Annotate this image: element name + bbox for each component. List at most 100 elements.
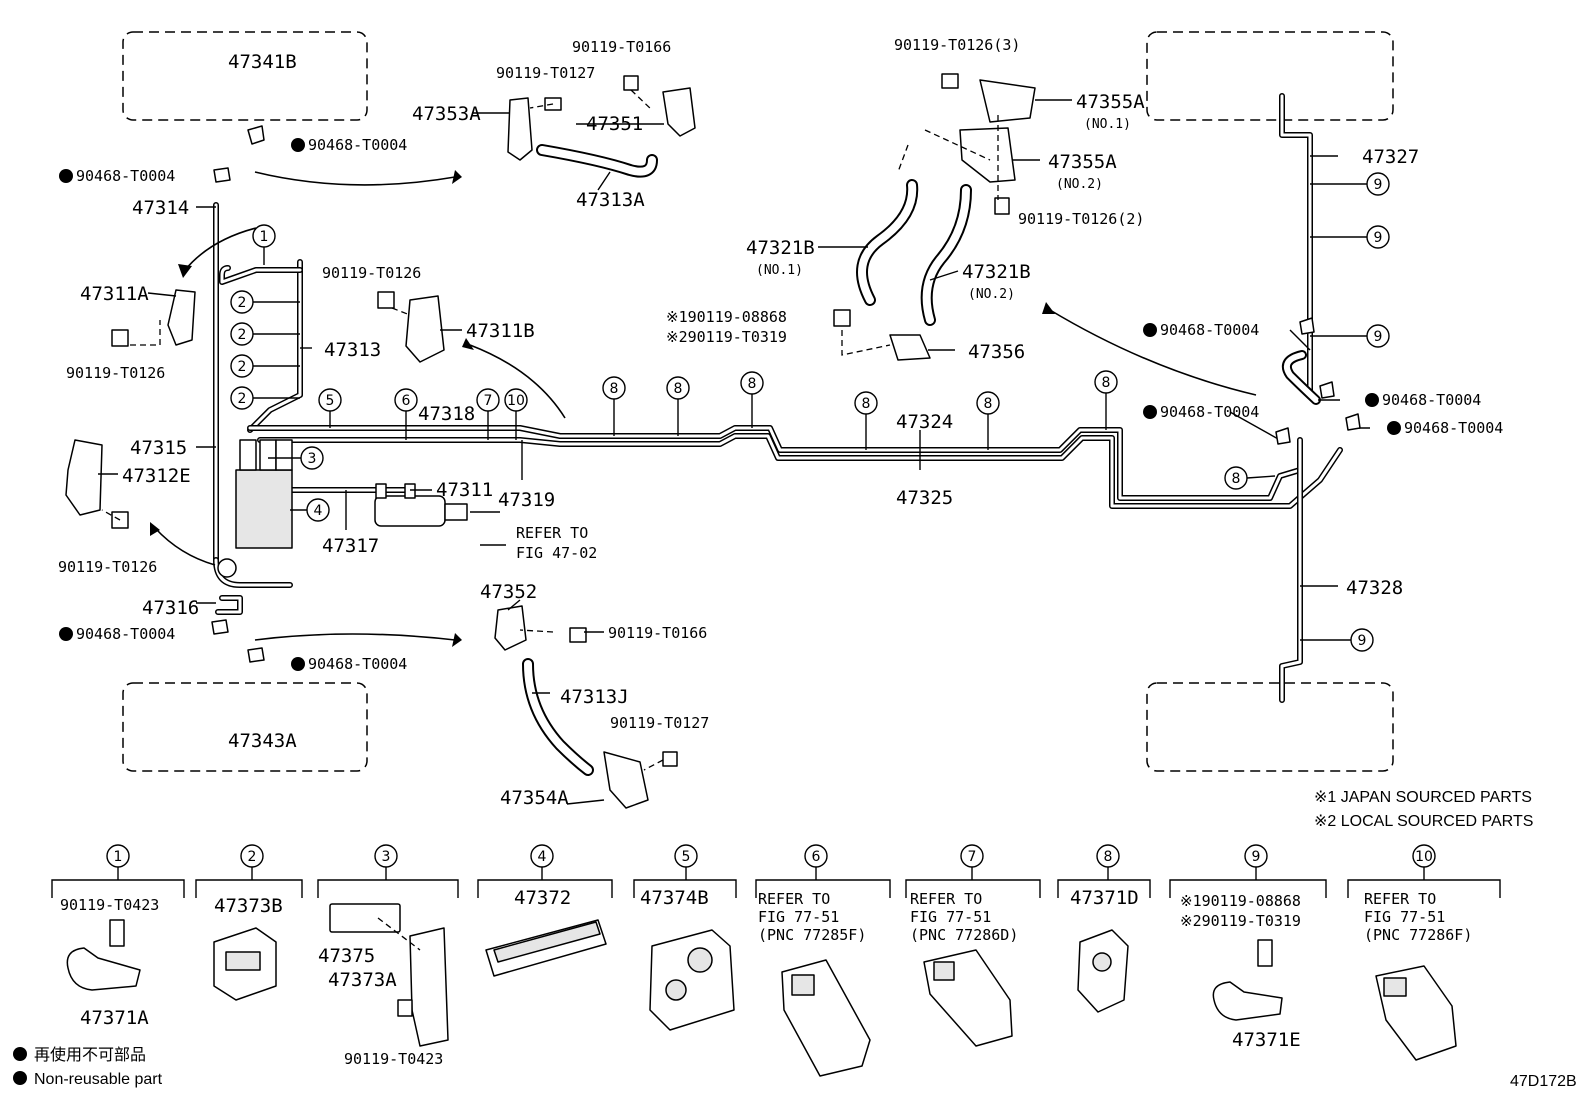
figure-code: 47D172B: [1510, 1073, 1577, 1090]
callout-10: 10: [504, 388, 528, 412]
svg-text:※190119-08868: ※190119-08868: [1180, 892, 1301, 910]
label-90119-T0166-top: 90119-T0166: [572, 38, 671, 56]
svg-text:6: 6: [402, 393, 411, 409]
japan-sourced-note: ※1 JAPAN SOURCED PARTS: [1314, 789, 1532, 806]
label-90119-T0126-3: 90119-T0126(3): [894, 36, 1020, 54]
callout-8e: 8: [976, 391, 1000, 415]
callout-3: 3: [300, 446, 324, 470]
label-90468-T0004-f: 90468-T0004: [1382, 391, 1481, 409]
label-refer-to: REFER TO: [516, 524, 588, 542]
callout-8f: 8: [1094, 370, 1118, 394]
label-no2-a: (NO.2): [1056, 177, 1103, 192]
svg-text:47371D: 47371D: [1070, 887, 1139, 909]
svg-text:8: 8: [1232, 471, 1241, 487]
label-47351: 47351: [586, 113, 643, 135]
callout-8a: 8: [602, 376, 626, 400]
legend-item-4: 4 47372: [477, 844, 613, 977]
callout-leaders: [98, 99, 1370, 805]
label-no1-b: (NO.1): [756, 263, 803, 278]
label-90468-T0004-a: 90468-T0004: [308, 136, 407, 154]
label-90119-T0126-b: 90119-T0126: [66, 364, 165, 382]
dashed-leaders: [101, 89, 999, 771]
callout-8d: 8: [854, 391, 878, 415]
svg-text:4: 4: [538, 849, 547, 865]
svg-text:4: 4: [314, 503, 323, 519]
svg-text:9: 9: [1358, 633, 1367, 649]
svg-text:FIG 77-51: FIG 77-51: [910, 908, 991, 926]
label-47313: 47313: [324, 339, 381, 361]
legend-item-8: 8 47371D: [1057, 844, 1151, 1013]
label-47318: 47318: [418, 403, 475, 425]
label-90468-T0004-g: 90468-T0004: [1160, 403, 1259, 421]
bolts: [111, 73, 1010, 767]
svg-text:6: 6: [812, 849, 821, 865]
callout-9b: 9: [1366, 225, 1390, 249]
callout-2b: 2: [230, 322, 254, 346]
svg-text:10: 10: [507, 393, 525, 409]
label-no2-b: (NO.2): [968, 287, 1015, 302]
label-90468-T0004-e: 90468-T0004: [1160, 321, 1259, 339]
label-47312E: 47312E: [122, 465, 191, 487]
direction-arrows: [150, 170, 1257, 647]
svg-text:8: 8: [748, 376, 757, 392]
svg-text:FIG 77-51: FIG 77-51: [1364, 908, 1445, 926]
legend-item-10: 10 REFER TO FIG 77-51 (PNC 77286F): [1347, 844, 1501, 1061]
label-47321B-2: 47321B: [962, 261, 1031, 283]
label-90119-T0126-a: 90119-T0126: [322, 264, 421, 282]
label-90468-T0004-c: 90468-T0004: [76, 625, 175, 643]
callout-1: 1: [252, 224, 276, 248]
svg-text:7: 7: [968, 849, 977, 865]
tube-callouts: 1 2 2 2 2 3 4 5 6 7 10 8 8 8 8 8 8 8 9 9…: [230, 172, 1390, 652]
svg-text:(PNC 77286D): (PNC 77286D): [910, 926, 1018, 944]
svg-text:8: 8: [1102, 375, 1111, 391]
label-90119-T0126-c: 90119-T0126: [58, 558, 157, 576]
svg-text:8: 8: [862, 396, 871, 412]
label-fig-47-02: FIG 47-02: [516, 544, 597, 562]
label-47313A: 47313A: [576, 189, 645, 211]
svg-text:2: 2: [238, 327, 247, 343]
label-47315: 47315: [130, 437, 187, 459]
callout-2a: 2: [230, 290, 254, 314]
svg-text:9: 9: [1252, 849, 1261, 865]
flex-hoses: [522, 144, 1321, 776]
label-47327: 47327: [1362, 146, 1419, 168]
callout-9c: 9: [1366, 324, 1390, 348]
legend-item-3: 3 47375 47373A 90119-T0423: [317, 844, 459, 1068]
svg-text:7: 7: [484, 393, 493, 409]
callout-9a: 9: [1366, 172, 1390, 196]
svg-text:1: 1: [114, 849, 123, 865]
svg-text:8: 8: [674, 381, 683, 397]
label-47319: 47319: [498, 489, 555, 511]
callout-7: 7: [476, 388, 500, 412]
svg-text:47374B: 47374B: [640, 887, 709, 909]
callout-9d: 9: [1350, 628, 1374, 652]
svg-text:9: 9: [1374, 177, 1383, 193]
svg-text:REFER TO: REFER TO: [1364, 890, 1436, 908]
local-sourced-note: ※2 LOCAL SOURCED PARTS: [1314, 813, 1533, 830]
label-47324: 47324: [896, 411, 953, 433]
svg-text:2: 2: [238, 359, 247, 375]
label-47343A: 47343A: [228, 730, 297, 752]
svg-text:(PNC 77285F): (PNC 77285F): [758, 926, 866, 944]
callout-4: 4: [306, 498, 330, 522]
junction-block: [217, 439, 293, 578]
label-47356: 47356: [968, 341, 1025, 363]
callout-5: 5: [318, 388, 342, 412]
svg-text:3: 3: [382, 849, 391, 865]
svg-text:47371A: 47371A: [80, 1007, 149, 1029]
proportioning-valve: [374, 483, 500, 527]
svg-text:9: 9: [1374, 329, 1383, 345]
svg-text:90119-T0423: 90119-T0423: [60, 896, 159, 914]
svg-text:2: 2: [238, 295, 247, 311]
legend-item-7: 7 REFER TO FIG 77-51 (PNC 77286D): [905, 844, 1041, 1047]
label-47311: 47311: [436, 479, 493, 501]
label-47328: 47328: [1346, 577, 1403, 599]
label-47353A: 47353A: [412, 103, 481, 125]
svg-text:※290119-T0319: ※290119-T0319: [1180, 912, 1301, 930]
svg-text:REFER TO: REFER TO: [910, 890, 982, 908]
label-47311B: 47311B: [466, 320, 535, 342]
svg-text:90119-T0423: 90119-T0423: [344, 1050, 443, 1068]
label-47313J: 47313J: [560, 686, 629, 708]
label-90468-T0004-b: 90468-T0004: [76, 167, 175, 185]
